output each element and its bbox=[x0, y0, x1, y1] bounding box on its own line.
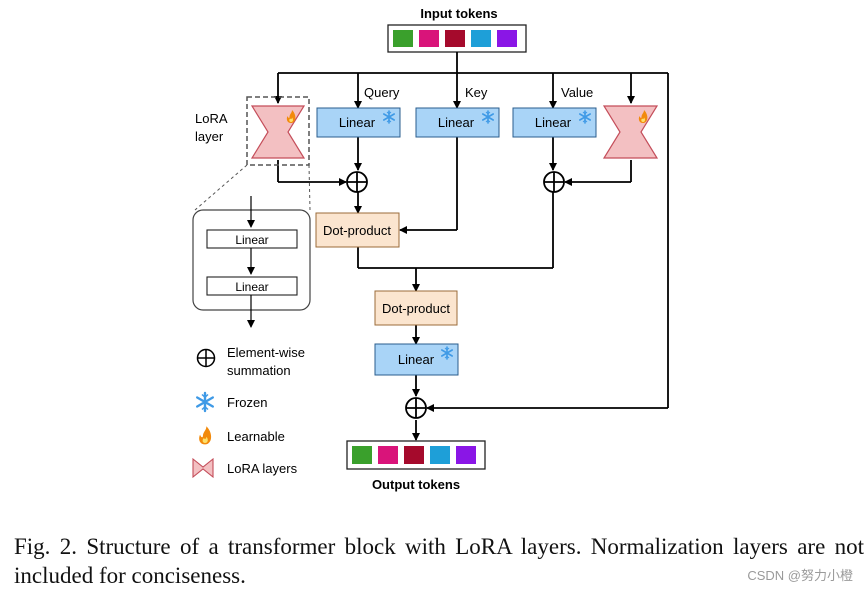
query-linear-label: Linear bbox=[339, 115, 376, 130]
key-label: Key bbox=[465, 85, 488, 100]
input-token-2 bbox=[419, 30, 439, 47]
watermark: CSDN @努力小橙 bbox=[747, 568, 853, 583]
input-token-strip bbox=[387, 24, 527, 53]
query-label: Query bbox=[364, 85, 400, 100]
output-token-4 bbox=[430, 446, 450, 464]
input-token-1 bbox=[393, 30, 413, 47]
summation-icon bbox=[346, 171, 368, 193]
lora-dashed-frame bbox=[246, 96, 310, 166]
frozen-legend-icon bbox=[195, 391, 215, 413]
key-linear-label: Linear bbox=[438, 115, 475, 130]
legend: Element-wise summation Frozen Learnable … bbox=[192, 345, 305, 479]
output-linear-box bbox=[374, 343, 459, 376]
figure-caption: Fig. 2. Structure of a transformer block… bbox=[14, 534, 864, 588]
summation-icon bbox=[405, 397, 427, 419]
lora-detail-linear-2 bbox=[206, 276, 298, 296]
lora-detail-linear-1 bbox=[206, 229, 298, 249]
output-token-2 bbox=[378, 446, 398, 464]
summation-legend-icon bbox=[196, 348, 216, 368]
lora-layer-left bbox=[250, 105, 306, 159]
dot-product-1-label: Dot-product bbox=[323, 223, 391, 238]
output-tokens-label: Output tokens bbox=[372, 477, 460, 492]
value-label: Value bbox=[561, 85, 593, 100]
input-token-3 bbox=[445, 30, 465, 47]
lora-detail-callout: Linear Linear bbox=[192, 164, 311, 328]
summation-icon bbox=[543, 171, 565, 193]
output-linear-label: Linear bbox=[398, 352, 435, 367]
lora-detail-linear-1-label: Linear bbox=[235, 233, 268, 247]
learnable-legend-icon bbox=[199, 426, 212, 445]
input-token-5 bbox=[497, 30, 517, 47]
value-linear-label: Linear bbox=[535, 115, 572, 130]
output-token-1 bbox=[352, 446, 372, 464]
output-token-3 bbox=[404, 446, 424, 464]
query-linear-box bbox=[316, 107, 401, 138]
dot-product-2-label: Dot-product bbox=[382, 301, 450, 316]
lora-legend-icon bbox=[192, 457, 214, 479]
legend-lora-layers: LoRA layers bbox=[227, 461, 298, 476]
key-linear-box bbox=[415, 107, 500, 138]
legend-learnable: Learnable bbox=[227, 429, 285, 444]
value-linear-box bbox=[512, 107, 597, 138]
lora-layer-right bbox=[602, 105, 659, 159]
lora-detail-linear-2-label: Linear bbox=[235, 280, 268, 294]
legend-frozen: Frozen bbox=[227, 395, 267, 410]
output-token-5 bbox=[456, 446, 476, 464]
input-token-4 bbox=[471, 30, 491, 47]
lora-label-line2: layer bbox=[195, 129, 224, 144]
legend-sum-line2: summation bbox=[227, 363, 291, 378]
output-token-strip bbox=[346, 440, 486, 470]
transformer-lora-diagram: Input tokens bbox=[192, 6, 669, 492]
connection-lines bbox=[274, 52, 669, 441]
dot-product-2-box bbox=[374, 290, 458, 326]
lora-label-line1: LoRA bbox=[195, 111, 228, 126]
dot-product-1-box bbox=[315, 212, 400, 248]
legend-sum-line1: Element-wise bbox=[227, 345, 305, 360]
input-tokens-label: Input tokens bbox=[420, 6, 497, 21]
